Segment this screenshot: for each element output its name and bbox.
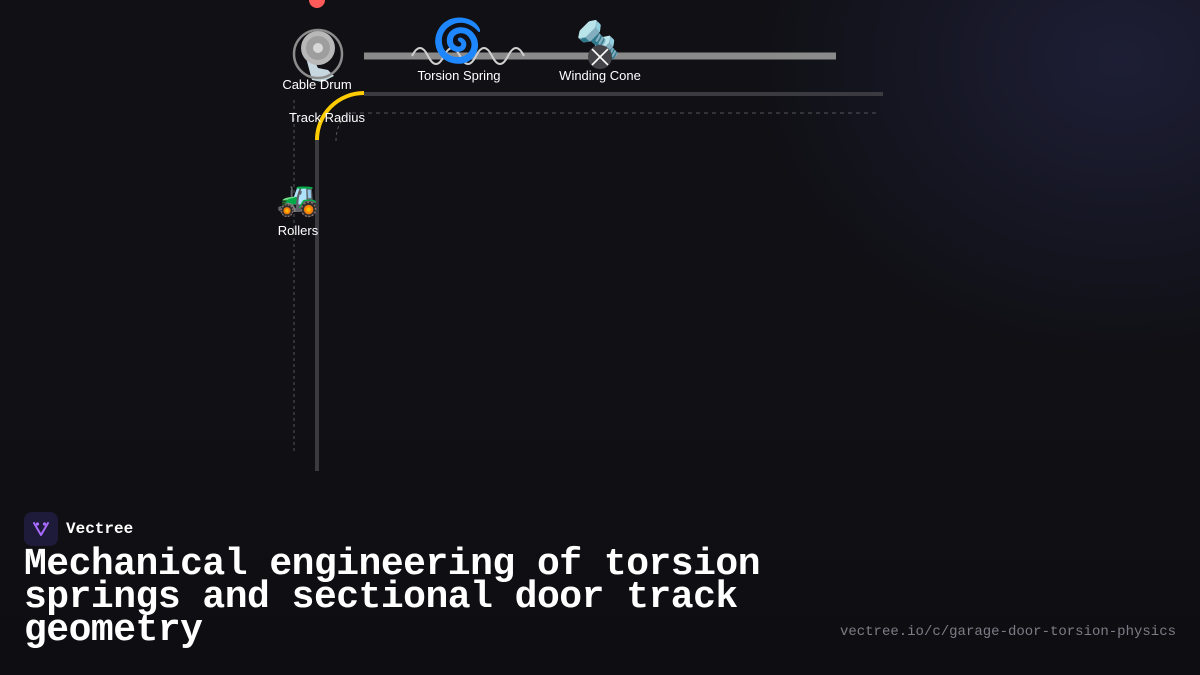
track-radius-arc (315, 91, 365, 141)
track-radius-label: Track Radius (289, 110, 366, 125)
cable-drum-label: Cable Drum (282, 77, 351, 92)
rollers-label: Rollers (278, 223, 319, 238)
torsion-spring-coil (411, 47, 525, 65)
radius-guide-arc (335, 112, 353, 142)
nut-and-bolt-icon: 🔩 (576, 19, 620, 69)
source-url[interactable]: vectree.io/c/garage-door-torsion-physics (839, 624, 1176, 640)
spiral-icon: 🌀 (432, 15, 484, 65)
tractor-icon: 🚜 (277, 179, 319, 219)
cable-drum-icon (292, 28, 344, 82)
torsion-spring-label: Torsion Spring (417, 68, 500, 83)
indicator-dot (309, 0, 325, 8)
brand: Vectree (24, 512, 133, 546)
winding-cone-label: Winding Cone (559, 68, 641, 83)
page-title: Mechanical engineering of torsion spring… (24, 543, 761, 652)
vectree-logo-icon (24, 512, 58, 546)
brand-name: Vectree (66, 520, 134, 538)
